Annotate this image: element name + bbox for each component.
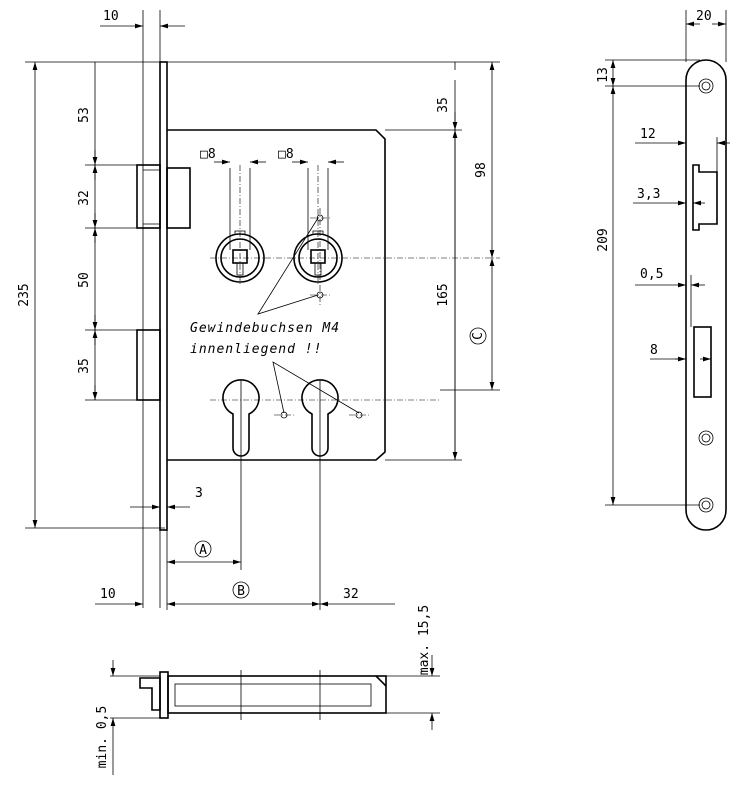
dim-top-to-latch: 53 bbox=[77, 107, 92, 123]
dim-latch-height: 32 bbox=[77, 190, 92, 206]
dim-faceplate-thickness: 3 bbox=[195, 486, 203, 501]
dim-bottom-faceplate: 10 bbox=[100, 587, 116, 602]
dim-backset-a: A bbox=[199, 543, 207, 558]
note-line-2: innenliegend !! bbox=[190, 342, 322, 357]
bottom-view: max. 15,5 min. 0,5 bbox=[95, 605, 440, 775]
dim-faceplate-width: 10 bbox=[103, 9, 119, 24]
dim-max-depth: max. 15,5 bbox=[417, 605, 432, 675]
dim-bolt-height: 35 bbox=[77, 358, 92, 374]
dim-body-top-offset: 35 bbox=[436, 97, 451, 113]
dim-follower-height: 98 bbox=[474, 162, 489, 178]
dim-bolt-offset: 3,3 bbox=[637, 187, 660, 202]
dead-bolt bbox=[136, 329, 161, 401]
dim-strike-top-offset: 13 bbox=[596, 67, 611, 83]
dim-body-height: 165 bbox=[436, 283, 451, 306]
dim-total-height: 235 bbox=[17, 283, 32, 306]
dim-backset-b: B bbox=[237, 584, 245, 599]
strike-plate-view: 20 13 209 12 3,3 0,5 8 bbox=[596, 9, 730, 531]
dim-strike-height: 209 bbox=[596, 228, 611, 251]
lock-body bbox=[167, 129, 386, 461]
dim-distance-c: C bbox=[471, 332, 486, 340]
dim-min-gap: min. 0,5 bbox=[95, 706, 110, 769]
faceplate bbox=[159, 61, 168, 531]
dim-slot-width: 8 bbox=[650, 343, 658, 358]
dim-strike-width: 20 bbox=[696, 9, 712, 24]
dim-follower-square-left: □8 bbox=[200, 147, 216, 162]
note-line-1: Gewindebuchsen M4 bbox=[190, 321, 340, 336]
strike-plate bbox=[685, 59, 727, 531]
dim-cylinder-spacing: 32 bbox=[343, 587, 359, 602]
dim-latch-to-bolt: 50 bbox=[77, 272, 92, 288]
dim-gap: 0,5 bbox=[640, 267, 663, 282]
dim-follower-square-right: □8 bbox=[278, 147, 294, 162]
dim-bolt-depth: 12 bbox=[640, 127, 656, 142]
front-view: □8 □8 Gewindebuchsen M4 innenliegend !! … bbox=[17, 9, 500, 610]
latch-bolt bbox=[136, 164, 161, 229]
